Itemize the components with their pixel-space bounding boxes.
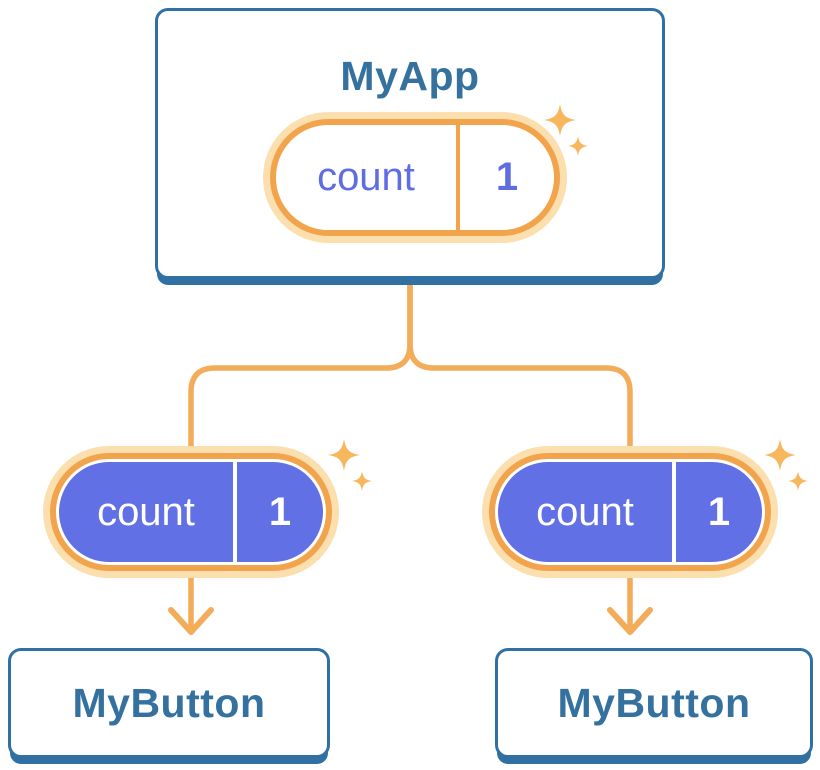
prop-pill-value: 1 bbox=[707, 489, 731, 534]
state-pill-label: count bbox=[317, 155, 415, 199]
prop-pill-right: count 1 bbox=[482, 446, 778, 578]
prop-pill-body: count 1 bbox=[498, 462, 762, 562]
sparkle-icon bbox=[764, 439, 808, 491]
prop-pill-ring: count 1 bbox=[50, 453, 332, 571]
mybutton-title: MyButton bbox=[72, 679, 266, 726]
pill-divider bbox=[456, 125, 460, 230]
prop-pill-value: 1 bbox=[268, 489, 292, 534]
connector-right-branch bbox=[407, 281, 633, 455]
prop-pill-label: count bbox=[536, 489, 634, 534]
arrow-right-head bbox=[607, 607, 653, 635]
myapp-title: MyApp bbox=[340, 53, 480, 99]
sparkle-icon bbox=[328, 439, 372, 491]
pill-divider bbox=[672, 462, 676, 562]
pill-divider bbox=[233, 462, 237, 562]
prop-pill-body: count 1 bbox=[59, 462, 323, 562]
sparkle-icon bbox=[544, 104, 588, 156]
state-pill: count 1 bbox=[263, 112, 567, 243]
mybutton-card-right: MyButton bbox=[495, 648, 813, 758]
prop-pill-label: count bbox=[97, 489, 195, 534]
prop-pill-left: count 1 bbox=[43, 446, 339, 578]
mybutton-title: MyButton bbox=[557, 679, 751, 726]
state-pill-value: 1 bbox=[495, 155, 519, 199]
prop-pill-ring: count 1 bbox=[489, 453, 771, 571]
arrow-left-head bbox=[168, 607, 214, 635]
connector-left-branch bbox=[188, 281, 413, 455]
state-pill-body: count 1 bbox=[276, 125, 554, 230]
mybutton-card-left: MyButton bbox=[8, 648, 330, 758]
state-pill-ring: count 1 bbox=[270, 119, 560, 236]
